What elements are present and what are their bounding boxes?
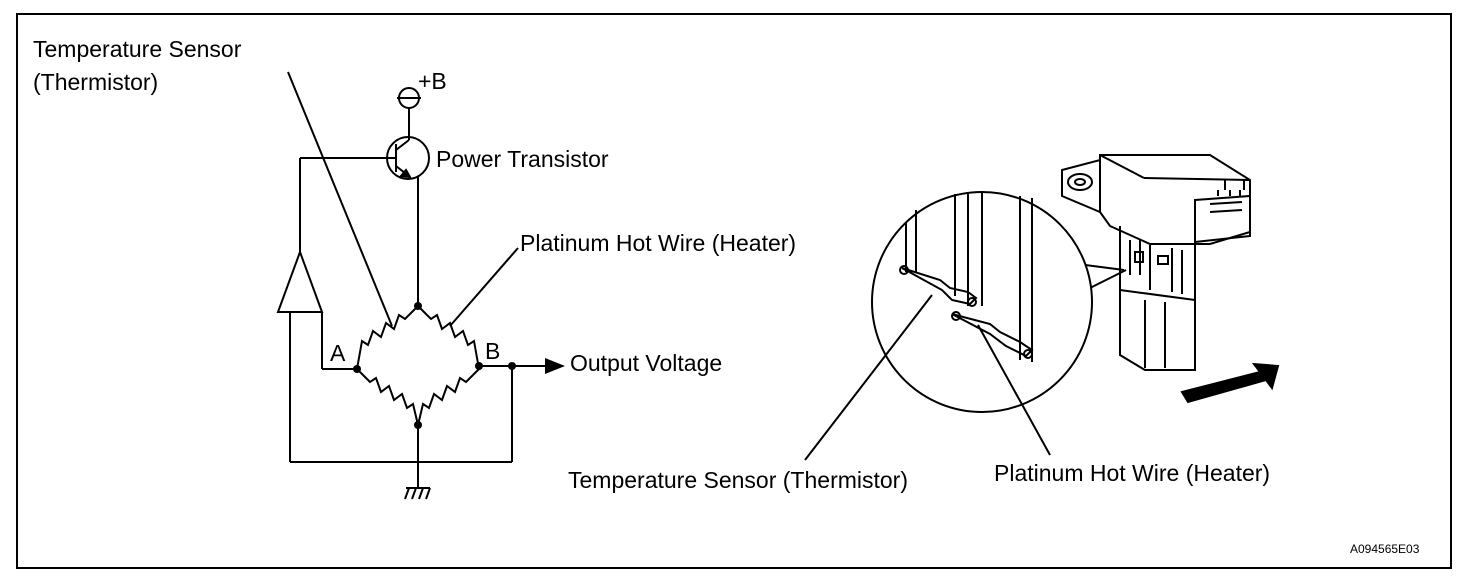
sensor-illustration	[804, 154, 1251, 461]
node-b	[475, 362, 483, 370]
node-b-label: B	[485, 338, 501, 364]
sensor-hotwire-leader	[977, 324, 1051, 456]
sensor-hotwire-label: Platinum Hot Wire (Heater)	[994, 460, 1271, 486]
node-bottom	[414, 421, 422, 429]
sensor-temp-label: Temperature Sensor (Thermistor)	[568, 467, 908, 493]
figure-code: A094565E03	[1350, 542, 1420, 556]
node-a	[353, 365, 361, 373]
node-top	[414, 302, 422, 310]
bridge-circuit	[276, 71, 565, 500]
supply-label: +B	[418, 68, 447, 94]
bridge-resistors	[356, 305, 480, 426]
node-out	[508, 362, 516, 370]
hot-wire-leader	[449, 247, 519, 327]
temp-sensor-label-line1: Temperature Sensor	[33, 36, 242, 62]
supply-terminal-symbol	[397, 87, 421, 140]
power-transistor-symbol	[299, 136, 430, 306]
node-a-label: A	[330, 340, 346, 366]
airflow-arrow	[1180, 362, 1280, 404]
output-voltage-label: Output Voltage	[570, 350, 723, 376]
figure-frame	[16, 13, 1452, 569]
temp-sensor-leader	[287, 71, 393, 327]
circuit-nodes	[353, 302, 516, 429]
sensor-connector-housing	[1061, 154, 1251, 245]
amplifier-symbol	[276, 249, 513, 463]
power-transistor-label: Power Transistor	[436, 146, 609, 172]
hot-wire-label: Platinum Hot Wire (Heater)	[520, 230, 797, 256]
sensor-temp-leader	[804, 294, 933, 461]
sensor-probe-body	[1119, 226, 1196, 371]
magnified-element-view	[871, 191, 1093, 413]
ground-symbol	[404, 425, 431, 500]
temp-sensor-label-line2: (Thermistor)	[33, 69, 159, 95]
